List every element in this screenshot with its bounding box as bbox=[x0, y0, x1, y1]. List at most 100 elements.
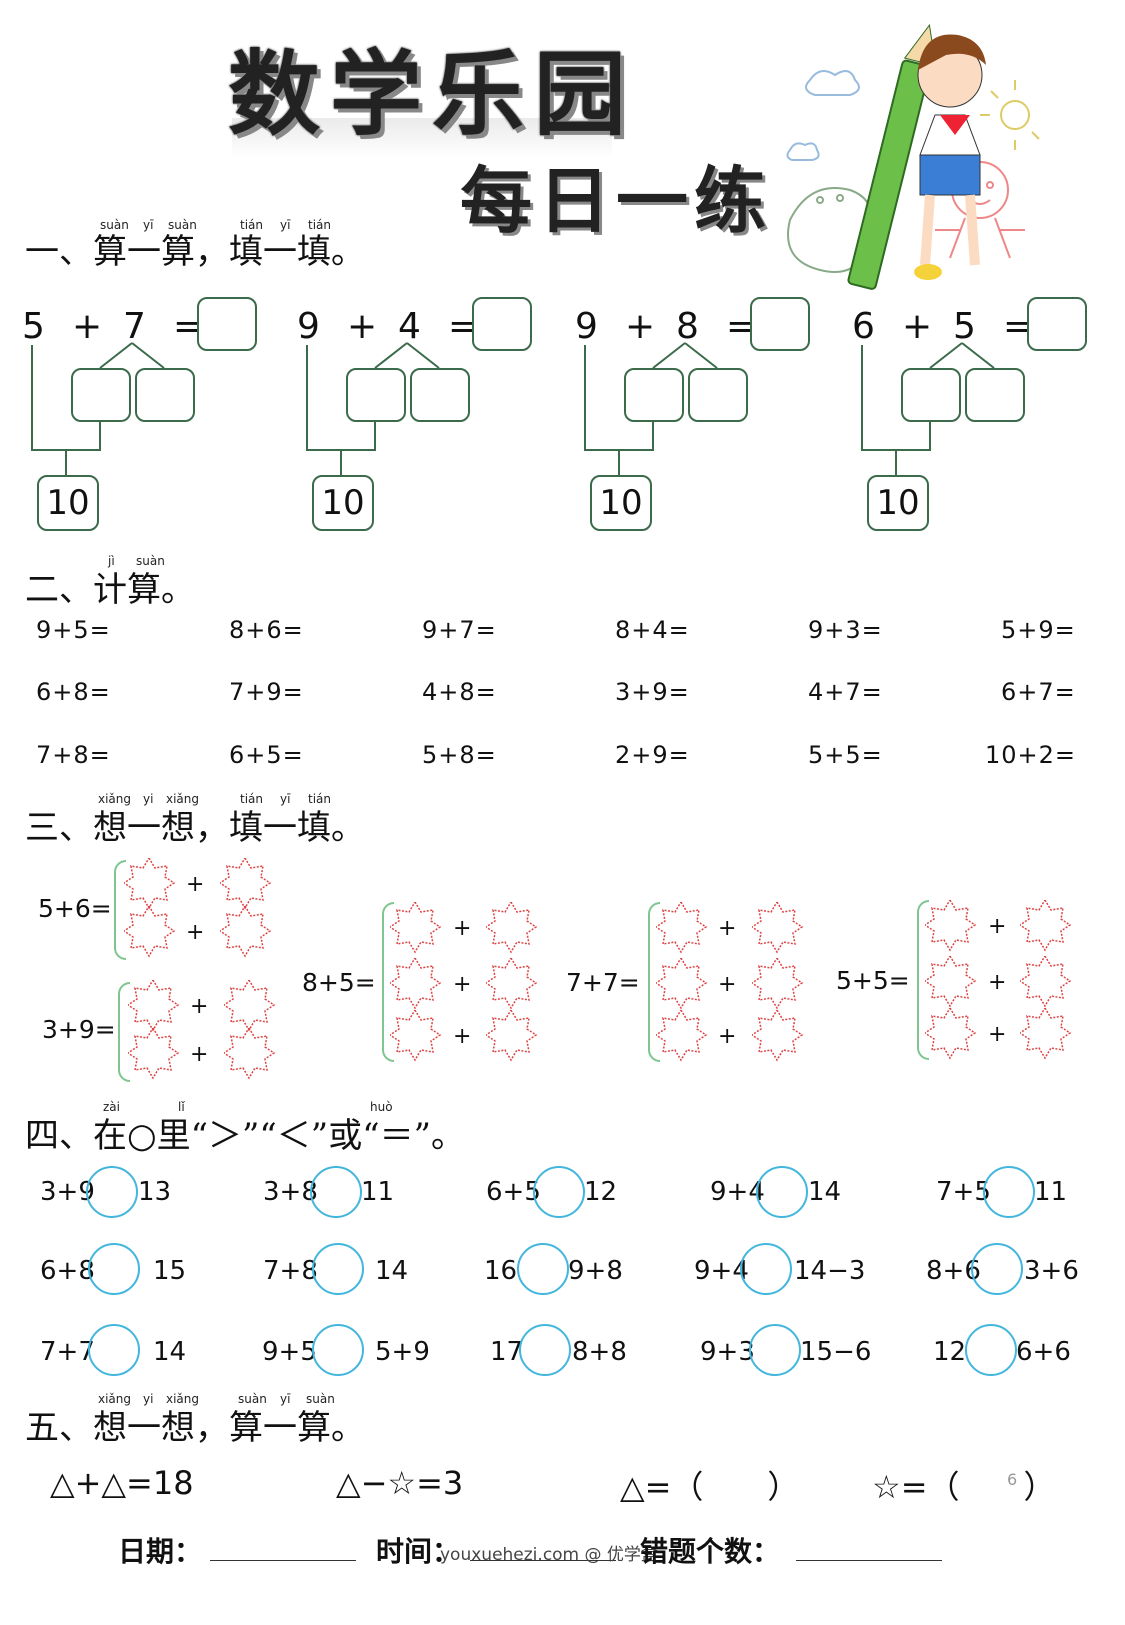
split-box-left[interactable] bbox=[624, 368, 684, 422]
compare-circle[interactable] bbox=[519, 1324, 571, 1376]
pinyin: suàn bbox=[238, 1392, 267, 1406]
star-pair[interactable] bbox=[925, 900, 977, 952]
star-pair[interactable] bbox=[390, 902, 442, 954]
star-pair[interactable] bbox=[220, 858, 272, 910]
plus-sign: + bbox=[347, 306, 378, 347]
star-pair[interactable] bbox=[1020, 1008, 1072, 1060]
compare-circle[interactable] bbox=[310, 1166, 362, 1218]
star-pair[interactable] bbox=[656, 958, 708, 1010]
equation-2: △−☆=3 bbox=[336, 1464, 464, 1502]
star-pair[interactable] bbox=[128, 1028, 180, 1080]
compare-right: 14 bbox=[375, 1256, 409, 1286]
star-pair[interactable] bbox=[752, 958, 804, 1010]
compare-circle[interactable] bbox=[756, 1166, 808, 1218]
star-pair[interactable] bbox=[1020, 956, 1072, 1008]
page-subtitle: 每日一练 bbox=[460, 158, 773, 243]
addend-b: 7 bbox=[123, 306, 146, 347]
compare-right: 15−6 bbox=[800, 1337, 872, 1367]
addend-a: 9 bbox=[575, 306, 598, 347]
star-pair[interactable] bbox=[656, 902, 708, 954]
calc-item: 4+8= bbox=[422, 678, 497, 706]
star-pair[interactable] bbox=[224, 980, 276, 1032]
pinyin: huò bbox=[370, 1100, 393, 1114]
calc-item: 4+7= bbox=[808, 678, 883, 706]
compare-left: 16 bbox=[484, 1256, 518, 1286]
compare-circle[interactable] bbox=[965, 1324, 1017, 1376]
plus-sign: + bbox=[988, 914, 1007, 939]
split-box-right[interactable] bbox=[410, 368, 470, 422]
time-line[interactable] bbox=[470, 1560, 616, 1561]
pinyin: suàn bbox=[100, 218, 129, 232]
star-pair[interactable] bbox=[390, 1010, 442, 1062]
compare-right: 14 bbox=[808, 1177, 842, 1207]
compare-circle[interactable] bbox=[533, 1166, 585, 1218]
star-pair[interactable] bbox=[220, 906, 272, 958]
star-pair[interactable] bbox=[128, 980, 180, 1032]
plus-sign: + bbox=[902, 306, 933, 347]
split-box-right[interactable] bbox=[135, 368, 195, 422]
star-pair[interactable] bbox=[752, 1010, 804, 1062]
split-label: 7+7= bbox=[566, 968, 640, 997]
star-pair[interactable] bbox=[925, 1008, 977, 1060]
calc-item: 9+3= bbox=[808, 616, 883, 644]
page-number: 6 bbox=[1007, 1470, 1018, 1489]
compare-circle[interactable] bbox=[749, 1324, 801, 1376]
star-pair[interactable] bbox=[1020, 900, 1072, 952]
compare-circle[interactable] bbox=[740, 1243, 792, 1295]
compare-circle[interactable] bbox=[312, 1324, 364, 1376]
star-pair[interactable] bbox=[124, 906, 176, 958]
star-pair[interactable] bbox=[925, 956, 977, 1008]
pinyin: tián bbox=[308, 792, 331, 806]
split-box-right[interactable] bbox=[688, 368, 748, 422]
errors-line[interactable] bbox=[796, 1560, 942, 1561]
star-answer[interactable]: ☆=（ ） bbox=[872, 1468, 1056, 1506]
compare-right: 11 bbox=[1034, 1177, 1068, 1207]
plus-sign: + bbox=[453, 972, 472, 997]
star-pair[interactable] bbox=[656, 1010, 708, 1062]
split-lines bbox=[306, 342, 440, 475]
calc-item: 7+8= bbox=[36, 741, 111, 769]
plus-sign: + bbox=[186, 920, 205, 945]
pinyin: suàn bbox=[306, 1392, 335, 1406]
date-line[interactable] bbox=[210, 1560, 356, 1561]
compare-circle[interactable] bbox=[86, 1166, 138, 1218]
calc-item: 9+7= bbox=[422, 616, 497, 644]
compare-left: 12 bbox=[933, 1337, 967, 1367]
star-pair[interactable] bbox=[486, 902, 538, 954]
split-box-right[interactable] bbox=[965, 368, 1025, 422]
split-box-left[interactable] bbox=[901, 368, 961, 422]
pinyin: tián bbox=[240, 792, 263, 806]
star-pair[interactable] bbox=[224, 1028, 276, 1080]
compare-circle[interactable] bbox=[983, 1166, 1035, 1218]
pinyin: zài bbox=[103, 1100, 120, 1114]
section-1-title: 一、算一算，填一填。 bbox=[25, 232, 365, 272]
title-reflection bbox=[232, 118, 612, 158]
answer-box[interactable] bbox=[750, 297, 810, 351]
compare-circle[interactable] bbox=[971, 1243, 1023, 1295]
star-pair[interactable] bbox=[486, 958, 538, 1010]
pinyin: yi bbox=[143, 1392, 154, 1406]
plus-sign: + bbox=[190, 994, 209, 1019]
compare-circle[interactable] bbox=[88, 1324, 140, 1376]
compare-circle[interactable] bbox=[88, 1243, 140, 1295]
calc-item: 5+8= bbox=[422, 741, 497, 769]
compare-circle[interactable] bbox=[312, 1243, 364, 1295]
answer-box[interactable] bbox=[472, 297, 532, 351]
calc-item: 2+9= bbox=[615, 741, 690, 769]
star-pair[interactable] bbox=[752, 902, 804, 954]
addend-b: 5 bbox=[953, 306, 976, 347]
compare-circle[interactable] bbox=[517, 1243, 569, 1295]
star-pair[interactable] bbox=[486, 1010, 538, 1062]
triangle-answer[interactable]: △=（ ） bbox=[620, 1468, 800, 1506]
answer-box[interactable] bbox=[197, 297, 257, 351]
plus-sign: + bbox=[718, 972, 737, 997]
answer-box[interactable] bbox=[1027, 297, 1087, 351]
star-pair[interactable] bbox=[390, 958, 442, 1010]
star-pair[interactable] bbox=[124, 858, 176, 910]
section-5-title: 五、想一想，算一算。 bbox=[25, 1408, 365, 1448]
plus-sign: + bbox=[72, 306, 103, 347]
calc-item: 10+2= bbox=[985, 741, 1077, 769]
compare-left: 17 bbox=[490, 1337, 524, 1367]
boy-with-pencil-illustration bbox=[786, 23, 1040, 290]
compare-left: 9+5 bbox=[262, 1337, 317, 1367]
